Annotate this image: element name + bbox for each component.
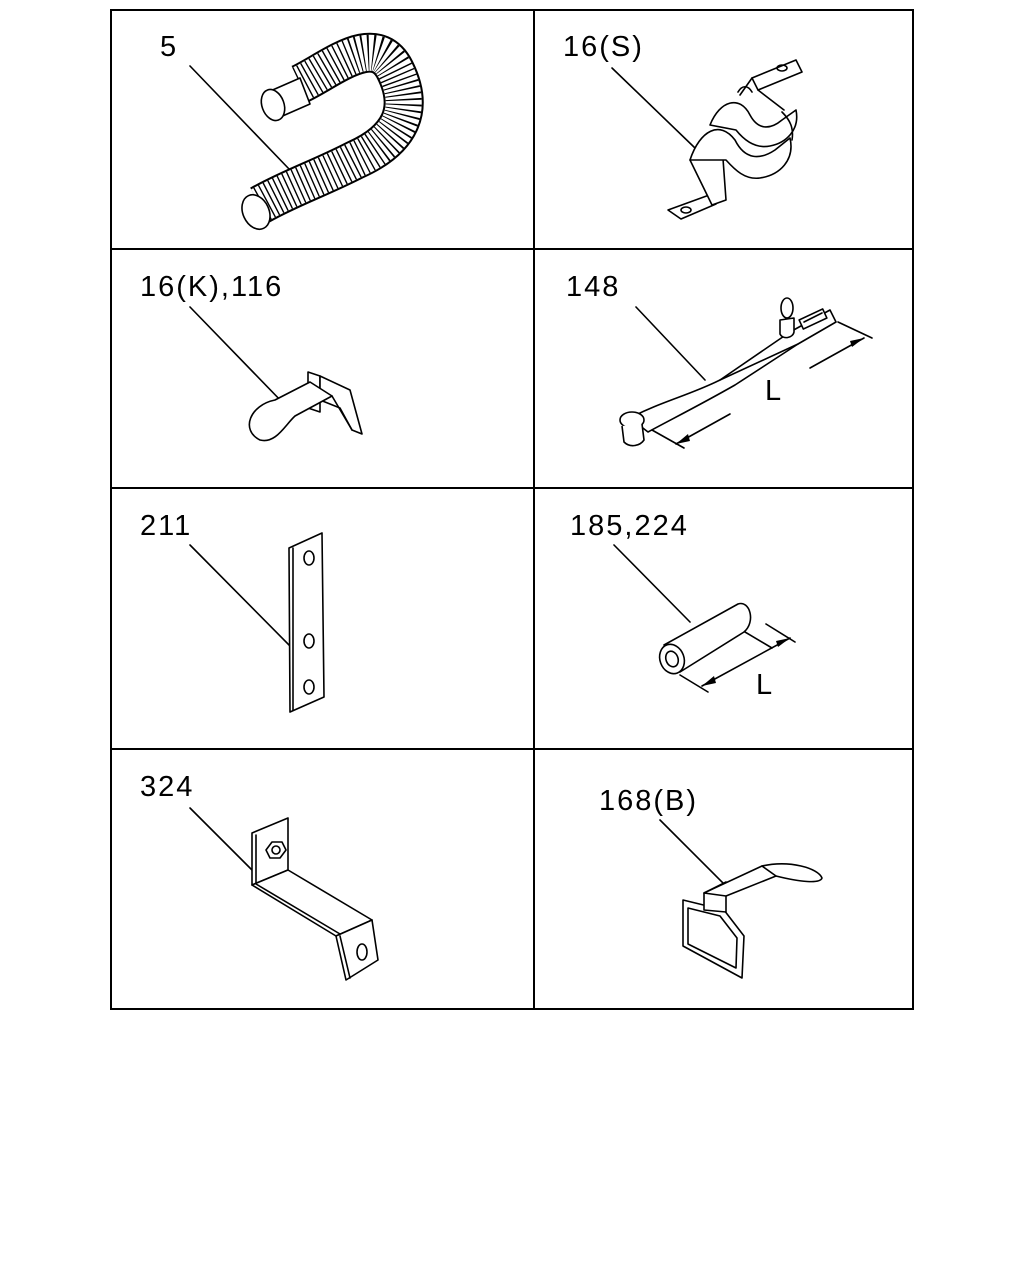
flat-plate-drawing [288,532,325,713]
cell-5-hose: 5 [160,31,424,231]
cell-168b-clip: 168(B) [599,785,823,979]
leader-line [613,544,691,623]
cell-16k-116-clip: 16(K),116 [140,271,363,442]
leader-line [189,807,253,871]
leader-line [189,306,286,406]
clamp-bracket-drawing [667,59,803,220]
clip-frame-drawing [682,863,823,979]
leader-line [189,65,291,171]
dim-label-L: L [756,669,774,701]
dim-ext [837,321,873,339]
leader-line [611,67,696,149]
cell-324-bracket: 324 [140,771,379,981]
corrugated-hose-drawing [241,32,424,231]
part-label-16s: 16(S) [563,31,644,63]
z-bracket-drawing [251,817,379,981]
dim-ext [651,429,685,449]
leader-line [659,819,733,893]
part-label-168b: 168(B) [599,785,698,817]
bent-clip-drawing [248,371,363,442]
dim-label-L: L [765,375,783,407]
part-label-148: 148 [566,271,620,303]
tube-spacer-drawing: L [658,602,796,701]
grid-frame [110,9,914,1010]
strap-drawing: L [619,297,873,449]
part-label-5: 5 [160,31,178,63]
cell-185-224-spacer: 185,224 L [570,510,796,701]
leader-line [635,306,706,381]
leader-line [189,544,293,649]
part-label-185-224: 185,224 [570,510,689,542]
part-label-211: 211 [140,510,192,542]
part-label-16k-116: 16(K),116 [140,271,283,303]
cell-16s-clamp: 16(S) [563,31,803,220]
cell-148-strap: 148 L [566,271,873,449]
part-label-324: 324 [140,771,194,803]
cell-211-plate: 211 [140,510,325,713]
